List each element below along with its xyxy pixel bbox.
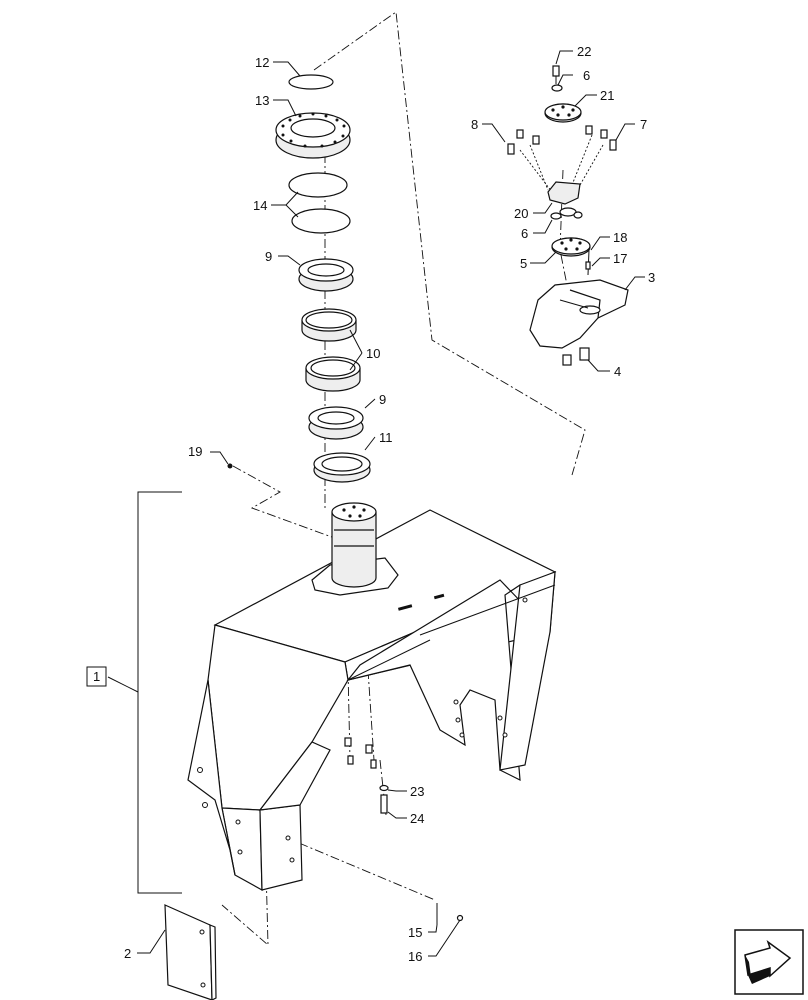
callout-15: 15 (408, 925, 422, 940)
callout-6-upper: 6 (583, 68, 590, 83)
callout-1: 1 (93, 669, 100, 684)
callout-23: 23 (410, 784, 424, 799)
callout-21: 21 (600, 88, 614, 103)
callout-17: 17 (613, 251, 627, 266)
callout-11: 11 (379, 430, 393, 445)
bearing-flange-13 (275, 112, 351, 159)
callout-3: 3 (648, 270, 655, 285)
callout-2: 2 (124, 946, 131, 961)
leader-lines (137, 50, 645, 957)
callout-5: 5 (520, 256, 527, 271)
swing-frame-assembly (187, 502, 557, 892)
bearing-cup-10-lower (305, 356, 361, 392)
callout-10: 10 (366, 346, 380, 361)
bearing-cup-10-upper (301, 308, 357, 342)
assembly-bracket-1 (107, 491, 182, 894)
callout-24: 24 (410, 811, 424, 826)
bearing-cone-9-upper (298, 258, 354, 292)
callout-8: 8 (471, 117, 478, 132)
callout-labels: 12 13 14 9 10 9 11 19 1 2 22 6 21 8 7 20… (86, 44, 655, 964)
washer-6-upper (551, 84, 563, 92)
grease-fitting-19 (210, 451, 233, 469)
plate-21 (544, 103, 582, 123)
callout-13: 13 (255, 93, 269, 108)
callout-16: 16 (408, 949, 422, 964)
lower-fasteners (344, 737, 389, 814)
support-3 (529, 279, 629, 349)
callout-12: 12 (255, 55, 269, 70)
callout-22: 22 (577, 44, 591, 59)
plate-5 (551, 237, 591, 257)
bolts-upper-row (507, 125, 617, 155)
bracket-20 (547, 181, 581, 217)
callout-19: 19 (188, 444, 202, 459)
cover-plate-2 (164, 904, 217, 1000)
callout-7: 7 (640, 117, 647, 132)
bushing-4 (562, 347, 590, 366)
callout-20: 20 (514, 206, 528, 221)
callout-6-lower: 6 (521, 226, 528, 241)
bolt-22 (552, 65, 560, 84)
callout-4: 4 (614, 364, 621, 379)
next-page-arrow-icon[interactable] (734, 929, 804, 995)
seal-rings-14 (288, 172, 351, 234)
screw-18-17 (585, 249, 591, 276)
ring-11 (313, 452, 371, 483)
bearing-cone-9-lower (308, 406, 364, 440)
callout-18: 18 (613, 230, 627, 245)
callout-9-upper: 9 (265, 249, 272, 264)
washer-6-lower (550, 211, 583, 220)
ring-12 (288, 74, 334, 90)
callout-14: 14 (253, 198, 267, 213)
callout-9-lower: 9 (379, 392, 386, 407)
